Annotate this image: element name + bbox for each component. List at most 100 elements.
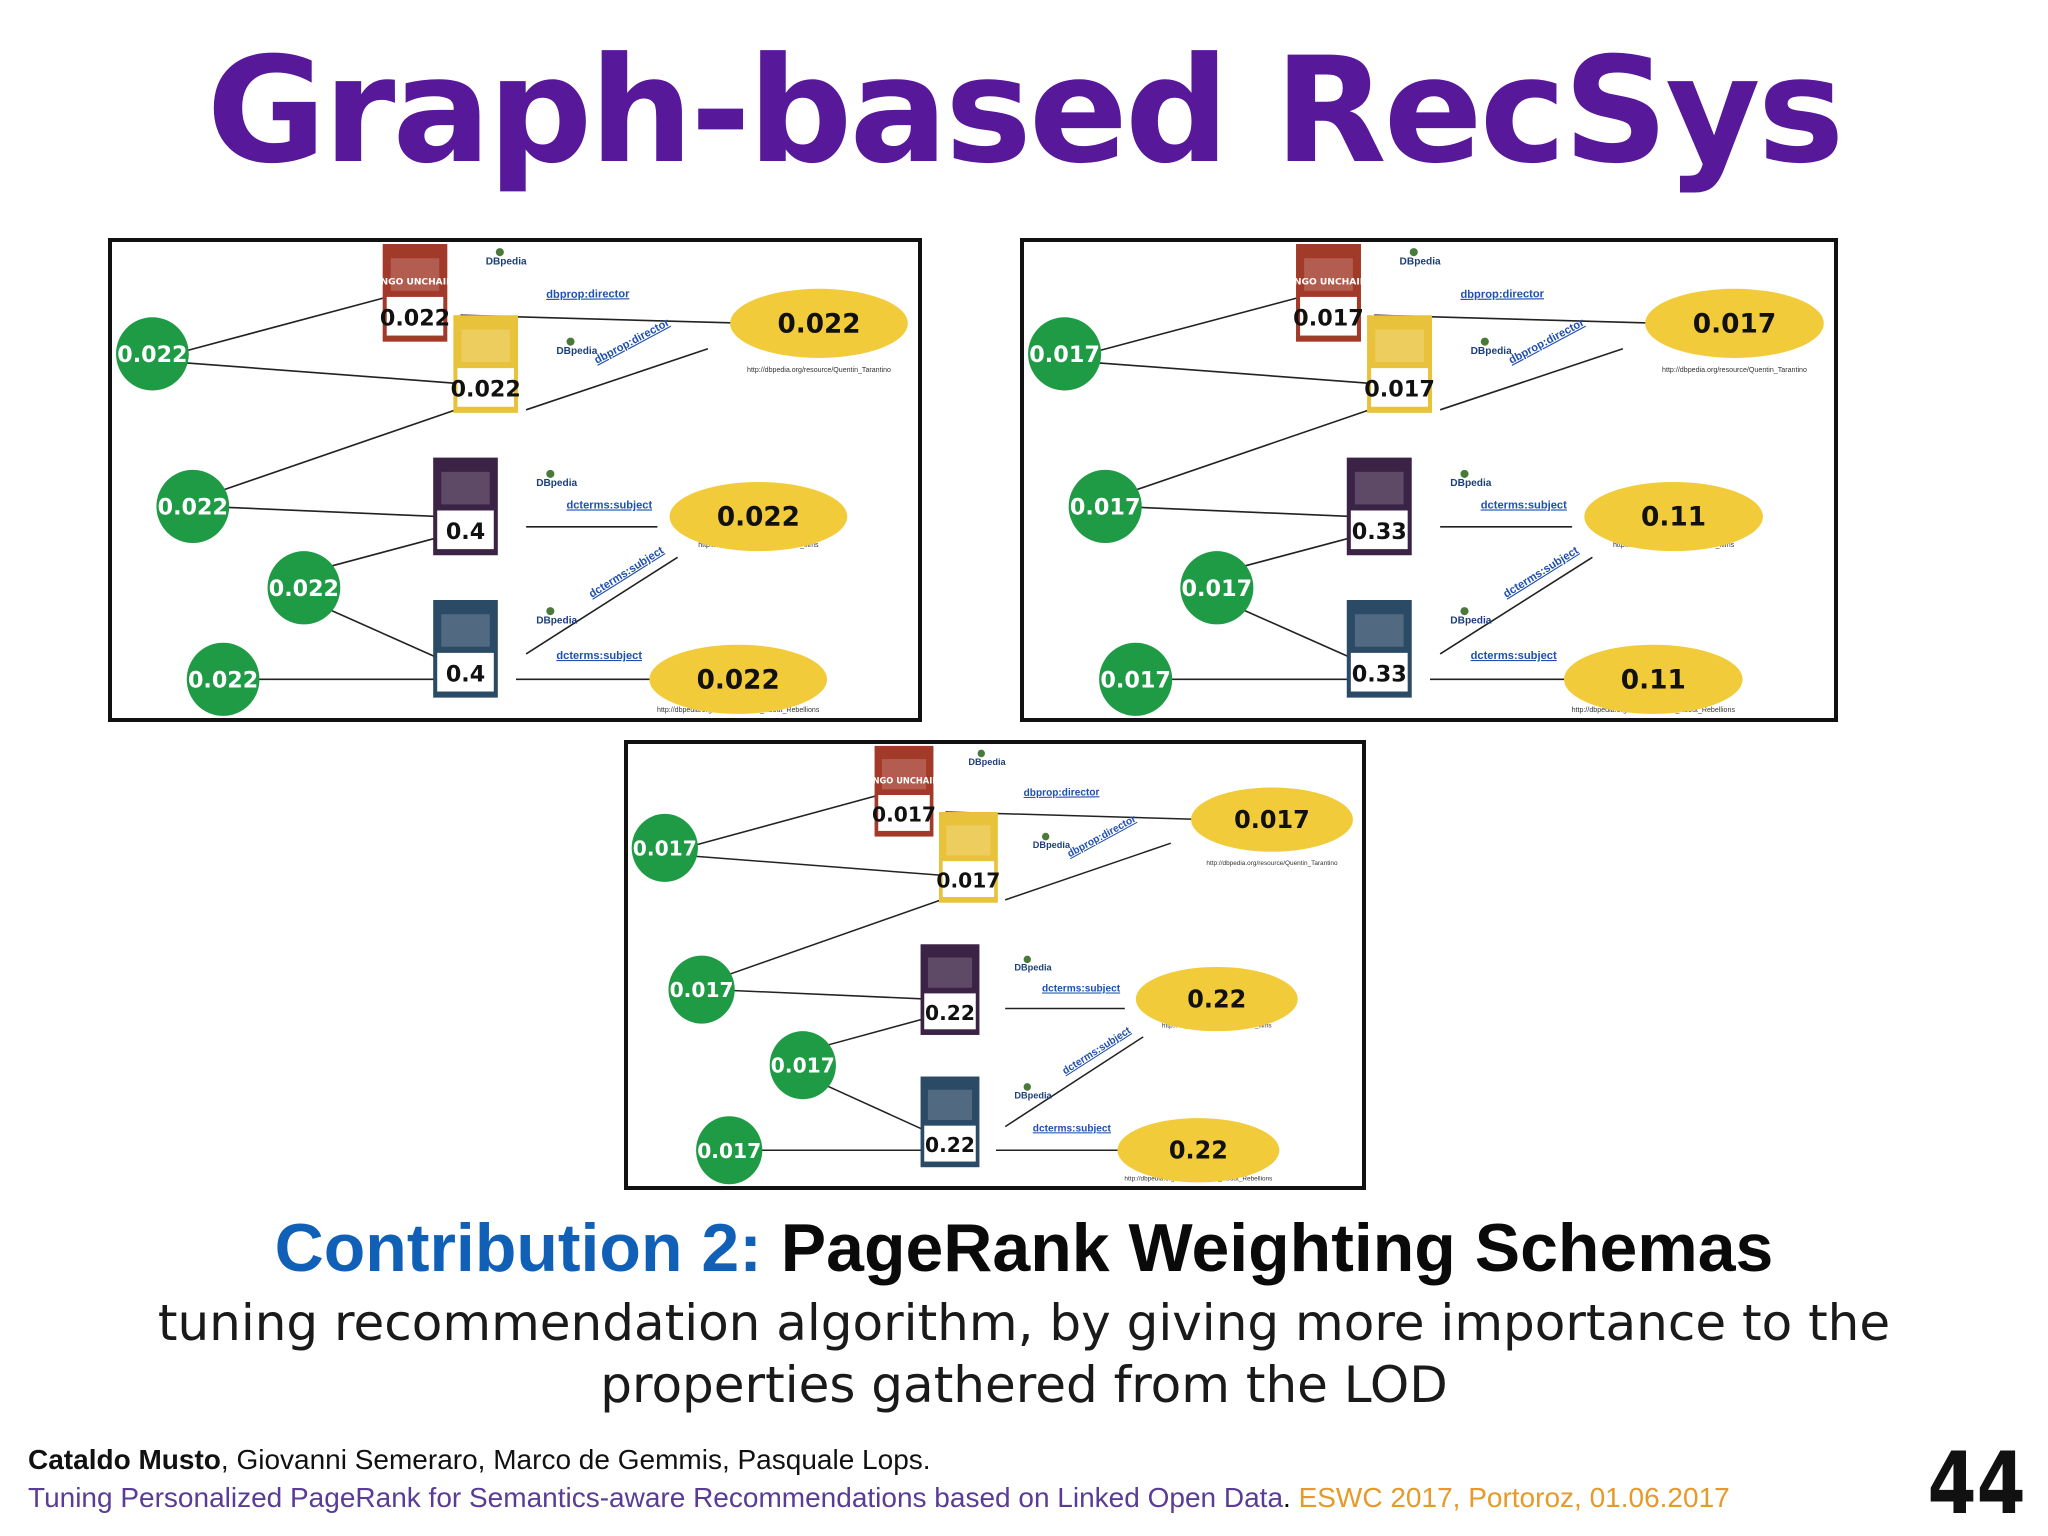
user-node xyxy=(186,642,260,716)
graph-edge xyxy=(1117,505,1354,518)
property-node xyxy=(730,288,908,358)
item-weight-box xyxy=(924,993,976,1030)
user-weight: 0.017 xyxy=(670,978,734,1002)
author-list: Cataldo Musto, Giovanni Semeraro, Marco … xyxy=(28,1444,931,1476)
dbpedia-logo-icon xyxy=(495,248,504,257)
property-node xyxy=(1563,644,1743,714)
user-node xyxy=(668,955,735,1024)
user-node xyxy=(1180,551,1254,625)
movie-poster-art xyxy=(946,825,991,856)
user-weight: 0.022 xyxy=(158,494,228,520)
property-node xyxy=(1117,1118,1280,1183)
graph-edge xyxy=(712,988,928,1000)
item-weight: 0.33 xyxy=(1352,661,1407,687)
graph-canvas: dbprop:directordbprop:directordcterms:su… xyxy=(631,745,1353,1185)
movie-poster-art xyxy=(461,329,510,363)
item-weight: 0.22 xyxy=(925,1001,975,1025)
property-node xyxy=(1135,966,1298,1032)
user-weight: 0.017 xyxy=(697,1139,761,1163)
dbpedia-logo: DBpedia xyxy=(1450,615,1492,626)
item-weight-box xyxy=(942,861,995,898)
venue: ESWC 2017, Portoroz, 01.06.2017 xyxy=(1298,1482,1730,1513)
property-weight: 0.22 xyxy=(1187,984,1246,1013)
graph-edge xyxy=(525,348,709,411)
user-weight: 0.017 xyxy=(1029,342,1100,368)
dbpedia-logo: DBpedia xyxy=(536,615,577,626)
description-line-1: tuning recommendation algorithm, by givi… xyxy=(157,1294,1891,1352)
item-weight-box xyxy=(386,296,444,336)
user-node xyxy=(696,1116,763,1185)
user-weight: 0.017 xyxy=(633,836,697,860)
director-edge-label: dbprop:director xyxy=(1066,814,1138,860)
user-node xyxy=(1099,642,1173,716)
property-node xyxy=(1191,787,1353,852)
user-node xyxy=(1028,317,1102,391)
dbpedia-logo-icon xyxy=(1042,832,1050,841)
movie-poster-art xyxy=(1375,329,1424,363)
item-weight: 0.017 xyxy=(1364,377,1435,403)
movie-poster-art xyxy=(390,258,440,291)
graph-edge xyxy=(684,790,894,849)
user-node xyxy=(116,317,189,391)
director-edge-label: dbprop:director xyxy=(1460,288,1544,301)
item-weight-box xyxy=(1350,652,1408,692)
graph-edge xyxy=(712,894,955,981)
poster-caption: DJANGO UNCHAINED xyxy=(856,776,951,786)
item-weight-box xyxy=(1371,368,1428,407)
paper-title: Tuning Personalized PageRank for Semanti… xyxy=(28,1482,1284,1513)
property-weight: 0.022 xyxy=(717,503,800,533)
graph-edge xyxy=(1439,348,1624,411)
movie-poster-art xyxy=(1304,258,1353,291)
contribution-label: Contribution 2: xyxy=(274,1210,762,1286)
movie-poster-art xyxy=(881,759,927,790)
dbpedia-logo: DBpedia xyxy=(1014,963,1052,973)
graph-edge xyxy=(204,505,441,518)
dbpedia-logo-icon xyxy=(566,337,575,346)
graph-edge xyxy=(1086,361,1385,386)
movie-poster-art xyxy=(927,957,973,988)
property-weight: 0.017 xyxy=(1693,308,1776,339)
resource-uri: http://dbpedia.org/resource/Quentin_Tara… xyxy=(1662,366,1807,374)
item-weight: 0.33 xyxy=(1352,519,1407,545)
dbpedia-logo: DBpedia xyxy=(1450,478,1492,489)
graph-edge xyxy=(1004,842,1172,901)
paper-citation: Tuning Personalized PageRank for Semanti… xyxy=(28,1482,1730,1514)
item-weight: 0.017 xyxy=(936,868,1000,892)
user-node xyxy=(631,813,698,882)
resource-uri: http://dbpedia.org/resource/Quentin_Tara… xyxy=(1206,860,1338,867)
property-weight: 0.11 xyxy=(1621,664,1686,695)
movie-poster-art xyxy=(441,471,490,505)
lead-author: Cataldo Musto xyxy=(28,1444,221,1475)
director-edge-label: dbprop:director xyxy=(593,316,673,366)
dbpedia-logo: DBpedia xyxy=(1033,840,1071,850)
graph-edge xyxy=(204,403,471,498)
item-weight: 0.022 xyxy=(380,305,450,331)
description-line-2: properties gathered from the LOD xyxy=(600,1356,1448,1414)
property-node xyxy=(1645,288,1824,358)
graph-edge xyxy=(1086,292,1317,355)
user-node xyxy=(156,469,230,544)
user-node xyxy=(769,1031,836,1100)
dbpedia-logo-icon xyxy=(1480,337,1489,346)
dbpedia-logo-icon xyxy=(546,469,555,478)
graph-edge xyxy=(174,361,471,386)
graph-canvas: dbprop:directordbprop:directordcterms:su… xyxy=(1028,244,1824,716)
property-weight: 0.022 xyxy=(777,309,860,339)
movie-poster-art xyxy=(441,614,490,647)
dbpedia-logo-icon xyxy=(1023,1083,1031,1091)
director-edge-label: dbprop:director xyxy=(546,288,630,301)
poster-caption: DJANGO UNCHAINED xyxy=(1276,278,1382,288)
user-node xyxy=(1068,469,1142,544)
dbpedia-logo-icon xyxy=(1023,955,1031,964)
graph-edge xyxy=(325,536,441,569)
property-node xyxy=(669,482,848,552)
item-weight: 0.017 xyxy=(1293,305,1364,331)
dbpedia-logo-icon xyxy=(1409,248,1418,257)
slide-title: Graph-based RecSys xyxy=(206,26,1845,196)
item-weight-box xyxy=(437,652,494,692)
dbpedia-logo: DBpedia xyxy=(1400,256,1442,267)
dbpedia-logo: DBpedia xyxy=(1471,346,1513,357)
subject-edge-label: dcterms:subject xyxy=(1042,983,1121,994)
